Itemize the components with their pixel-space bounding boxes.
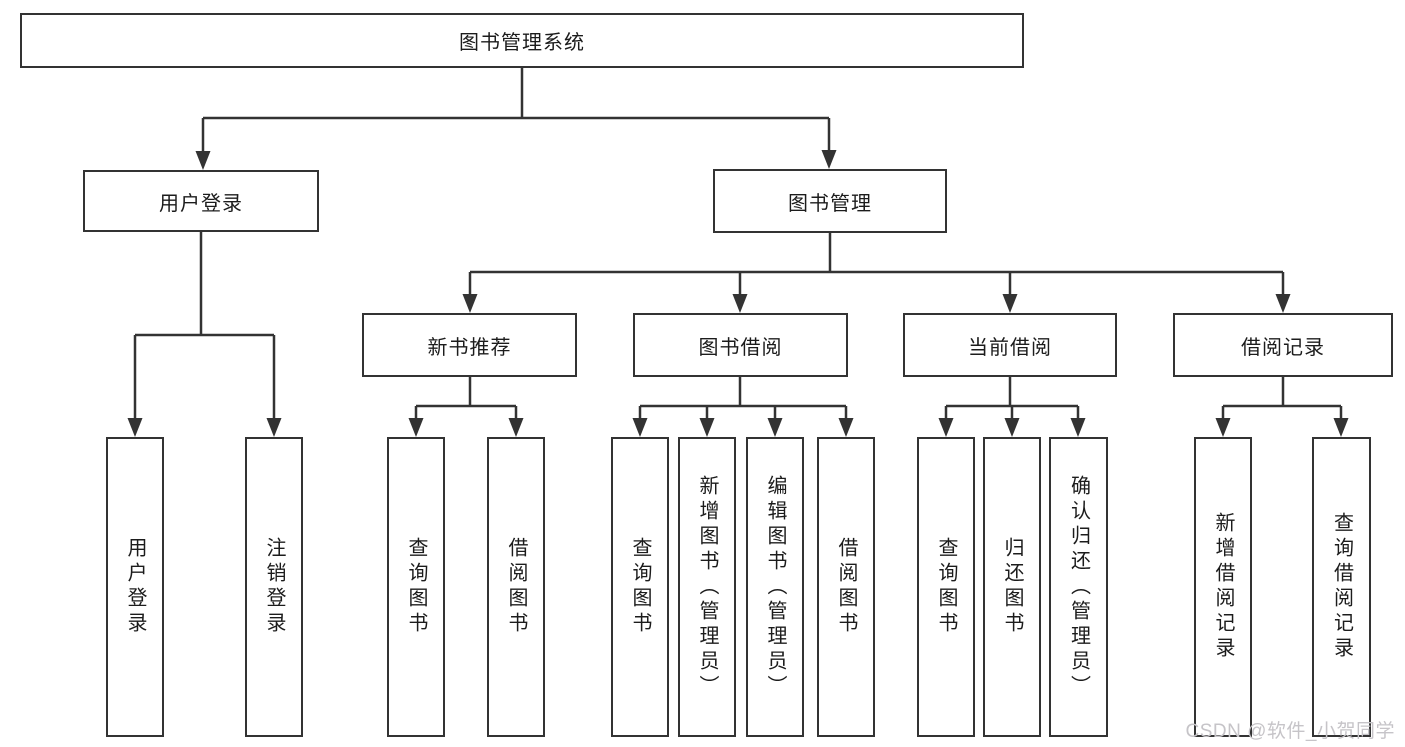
arrowheads: [127, 150, 1349, 437]
node-edit-books-admin: 编辑图书（管理员）: [746, 437, 804, 737]
node-confirm-return-admin: 确认归还（管理员）: [1049, 437, 1108, 737]
node-book-borrowing: 图书借阅: [633, 313, 848, 377]
node-current-query-books: 查询图书: [917, 437, 975, 737]
node-user-login-branch: 用户登录: [83, 170, 319, 232]
node-query-borrow-record: 查询借阅记录: [1312, 437, 1371, 737]
node-leaf-logout: 注销登录: [245, 437, 303, 737]
node-borrowing-query-books: 查询图书: [611, 437, 669, 737]
csdn-watermark: CSDN @软件_小贺同学: [1185, 721, 1395, 742]
node-borrowing-records: 借阅记录: [1173, 313, 1393, 377]
node-add-borrow-record: 新增借阅记录: [1194, 437, 1252, 737]
node-recommend-borrow-books: 借阅图书: [487, 437, 545, 737]
node-new-book-recommend: 新书推荐: [362, 313, 577, 377]
node-current-borrowing: 当前借阅: [903, 313, 1117, 377]
node-borrowing-borrow-books: 借阅图书: [817, 437, 875, 737]
node-library-system: 图书管理系统: [20, 13, 1024, 68]
node-return-books: 归还图书: [983, 437, 1041, 737]
node-add-books-admin: 新增图书（管理员）: [678, 437, 736, 737]
node-book-management: 图书管理: [713, 169, 947, 233]
node-recommend-query-books: 查询图书: [387, 437, 445, 737]
node-leaf-user-login: 用户登录: [106, 437, 164, 737]
